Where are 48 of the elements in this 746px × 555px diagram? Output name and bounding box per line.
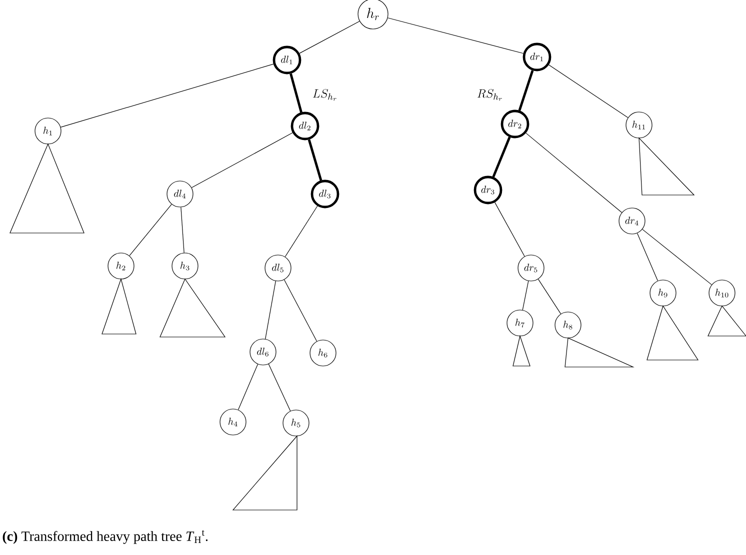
tree-node: $h_{11}$ [626, 112, 652, 138]
path-label: $LS_{h_r}$ [312, 89, 336, 101]
heavy-path-edge [518, 70, 534, 111]
tree-node: $h_3$ [172, 252, 198, 280]
tree-node: $dl_5$ [264, 254, 292, 282]
tree-node: $dl_4$ [166, 180, 194, 208]
tree-edge [191, 132, 293, 188]
tree-node: $h_4$ [220, 408, 246, 436]
tree-edge [526, 132, 622, 213]
heavy-path-node: $dl_2$ [290, 112, 320, 140]
tree-node: $dr_5$ [518, 254, 544, 282]
tree-edge [129, 204, 172, 256]
tree-node: $h_8$ [554, 312, 582, 338]
tree-node: $h_r$ [358, 0, 388, 30]
heavy-path-node: $dl_3$ [310, 180, 340, 208]
tree-edge [636, 232, 658, 282]
tree-node: $h_5$ [282, 410, 310, 436]
heavy-path-edge [492, 136, 511, 178]
tree-edge [265, 280, 276, 340]
tree-edge [60, 64, 274, 128]
tree-edge [538, 278, 562, 314]
path-label: $RS_{h_r}$ [477, 89, 502, 101]
tree-edge [642, 229, 712, 285]
caption: (c) Transformed heavy path tree T$_{H}$$^{t}$. [2, 530, 208, 544]
tree-node: $h_7$ [506, 310, 534, 336]
tree-node: $dl_6$ [250, 338, 276, 366]
tree-edge [388, 18, 524, 54]
heavy-path-node: $dl_1$ [272, 46, 302, 74]
tree-edge [522, 280, 529, 310]
tree-node: $h_1$ [34, 118, 62, 144]
heavy-path-edge [308, 139, 322, 181]
tree-node: $h_9$ [650, 280, 676, 306]
tree-edge [268, 364, 291, 412]
tree-edge [284, 206, 318, 258]
heavy-path-node: $dr_1$ [522, 42, 552, 72]
tree-node: $h_6$ [310, 340, 336, 366]
heavy-path-node: $dr_2$ [500, 110, 530, 138]
tree-edge [299, 20, 360, 54]
tree-edge [494, 202, 525, 257]
heavy-path-edge [290, 73, 302, 113]
tree-edge [548, 64, 628, 118]
tree-edge [180, 206, 184, 254]
tree-node: $dr_4$ [618, 208, 646, 234]
tree-edge [238, 364, 258, 410]
tree-edge [284, 279, 318, 342]
heavy-path-node: $dr_3$ [474, 176, 502, 204]
tree-node: $h_{10}$ [708, 280, 736, 306]
tree-node: $h_2$ [108, 252, 134, 280]
